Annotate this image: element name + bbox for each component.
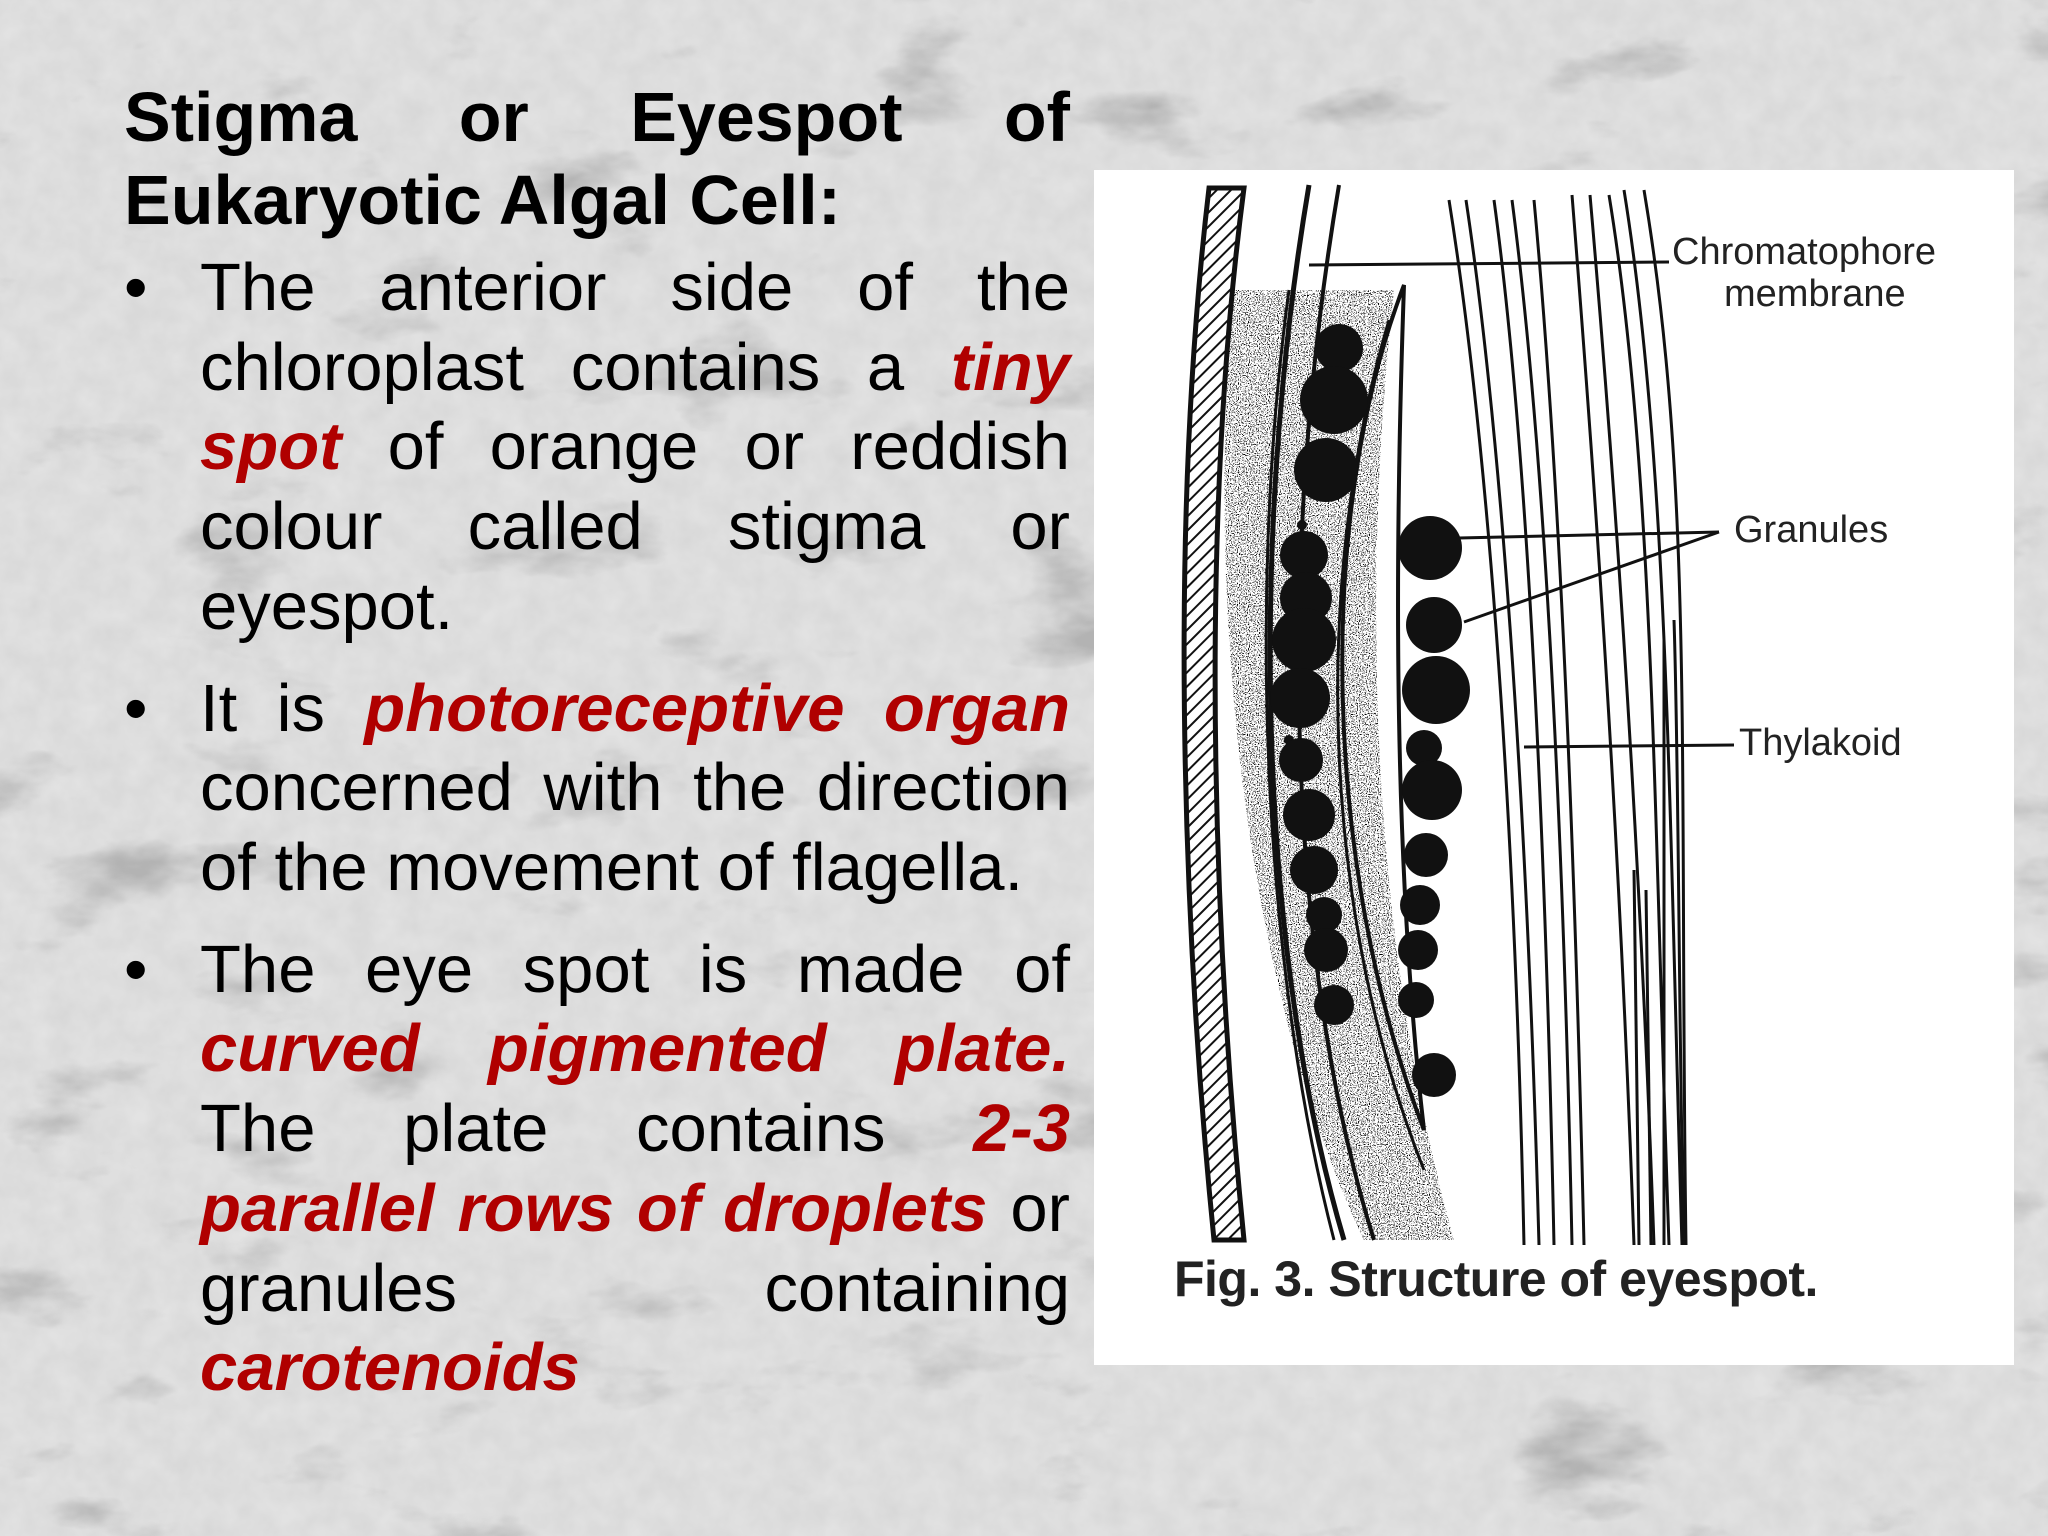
label-thylakoid: Thylakoid — [1739, 722, 1902, 764]
slide-title: Stigma or Eyespot of Eukaryotic Algal Ce… — [124, 78, 1070, 239]
label-chromatophore-membrane: Chromatophore membrane — [1672, 231, 1937, 316]
bullet-list: • The anterior side of the chloroplast c… — [124, 248, 1070, 1430]
highlighted-text: photoreceptive organ — [364, 670, 1070, 746]
body-text: The plate contains — [200, 1091, 974, 1167]
bullet-item: • The eye spot is made of curved pigment… — [124, 930, 1070, 1408]
bullet-text: The anterior side of the chloroplast con… — [200, 250, 1070, 644]
bullet-item: • It is photoreceptive organ concerned w… — [124, 669, 1070, 908]
body-text: The eye spot is made of — [200, 931, 1070, 1007]
bullet-text: The eye spot is made of curved pigmented… — [200, 932, 1070, 1406]
figure-caption: Fig. 3. Structure of eyespot. — [1174, 1251, 1818, 1307]
body-text: concerned with the direction of the move… — [200, 750, 1070, 906]
eyespot-figure: Chromatophore membrane Granules Thylakoi… — [1094, 170, 2014, 1365]
thylakoid-lines — [1447, 189, 1688, 1246]
eyespot-diagram — [1181, 184, 1735, 1246]
body-text: or granules containing — [200, 1170, 1070, 1326]
granules-row-1 — [1270, 324, 1368, 1025]
leader-lines — [1308, 260, 1735, 749]
chromatophore-label-line2: membrane — [1724, 272, 1906, 315]
bullet-dot: • — [124, 931, 148, 1007]
bullet-dot: • — [124, 250, 148, 325]
highlighted-text: tiny spot — [200, 329, 1070, 485]
highlighted-text: curved pigmented plate. — [200, 1011, 1070, 1087]
label-granules: Granules — [1734, 509, 1889, 551]
bullet-dot: • — [124, 670, 148, 746]
pigmented-plate — [1340, 284, 1426, 1131]
highlighted-text: carotenoids — [200, 1330, 580, 1406]
granules-row-2 — [1398, 516, 1470, 1097]
body-text: The anterior side of the chloroplast con… — [200, 250, 1070, 405]
body-text: It is — [200, 670, 365, 746]
hatched-wall — [1181, 185, 1247, 1243]
highlighted-text: 2-3 parallel rows of droplets — [200, 1091, 1070, 1246]
bullet-text: It is photoreceptive organ concerned wit… — [200, 671, 1070, 905]
body-text: of orange or reddish colour called stigm… — [200, 409, 1070, 644]
chromatophore-label-line1: Chromatophore — [1672, 231, 1937, 273]
bullet-item: • The anterior side of the chloroplast c… — [124, 248, 1070, 647]
